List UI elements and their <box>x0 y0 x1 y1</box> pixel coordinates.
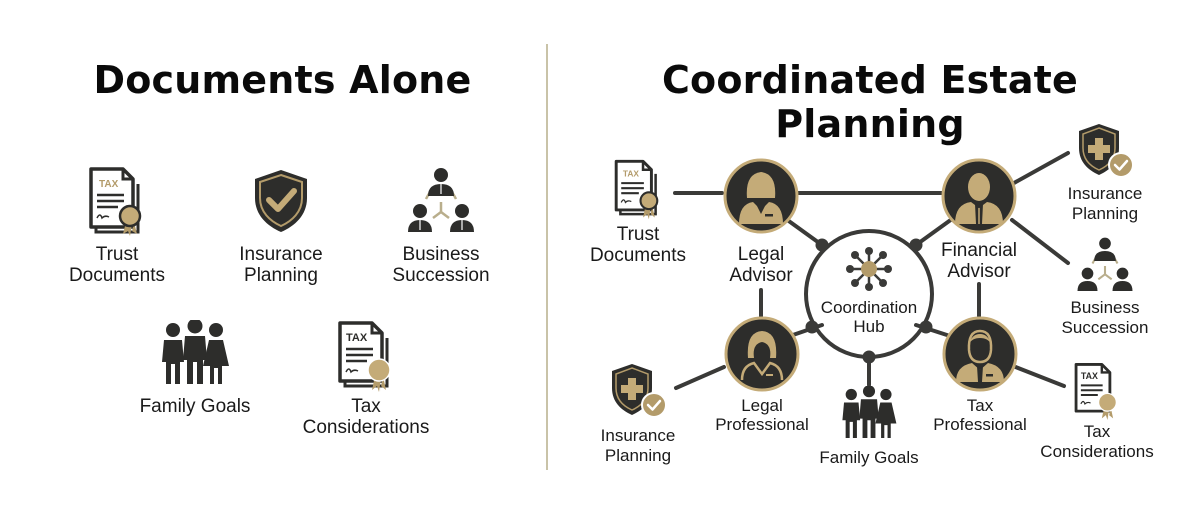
label-line: Advisor <box>947 261 1011 282</box>
label-line: Tax <box>1083 422 1111 441</box>
shield-check-icon <box>255 170 307 232</box>
label-line: Documents <box>589 245 687 266</box>
label-line: Tax <box>351 396 381 417</box>
right-panel-title: Coordinated Estate Planning <box>661 58 1079 146</box>
label-line: Hub <box>853 317 885 336</box>
label-line: Documents <box>68 265 166 286</box>
label-line: Insurance <box>1067 184 1143 203</box>
label-line: Legal <box>741 396 783 415</box>
label-line: Professional <box>715 415 809 434</box>
family-icon <box>842 386 897 438</box>
male-advisor-icon <box>941 158 1017 234</box>
label-line: Insurance <box>600 426 676 445</box>
label-line: Legal <box>737 244 785 265</box>
label-line: Considerations <box>1040 442 1154 461</box>
label-line: Family Goals <box>139 396 251 417</box>
label-line: Planning <box>244 265 318 286</box>
label-line: Business <box>402 244 480 265</box>
svg-text:TAX: TAX <box>99 179 119 190</box>
svg-text:TAX: TAX <box>623 168 640 178</box>
label-line: Trust <box>616 224 660 245</box>
label-line: Tax <box>966 396 994 415</box>
shield-plus-check-icon <box>612 364 667 418</box>
svg-text:TAX: TAX <box>346 332 368 344</box>
svg-text:TAX: TAX <box>1081 371 1098 381</box>
label-line: Business <box>1070 298 1140 317</box>
label-line: Succession <box>392 265 490 286</box>
label-line: Considerations <box>302 417 430 438</box>
right-item-family-goals: Family Goals <box>806 386 932 468</box>
label-line: Trust <box>95 244 139 265</box>
label-line: Professional <box>933 415 1027 434</box>
left-item-family-goals: Family Goals <box>130 320 260 417</box>
label-line: Coordination <box>820 298 918 317</box>
tax-document-icon: TAX <box>614 159 659 220</box>
label-line: Advisor <box>729 265 793 286</box>
male-professional-icon <box>942 316 1018 392</box>
label-line: Planning <box>604 446 672 465</box>
business-succession-icon <box>1077 237 1133 291</box>
label-line: Insurance <box>239 244 323 265</box>
family-icon <box>162 320 229 384</box>
business-succession-icon <box>408 168 474 232</box>
label-line: Family Goals <box>819 448 919 467</box>
hub-network-icon <box>846 247 892 291</box>
label-line: Financial <box>940 240 1018 261</box>
tax-document-icon: TAX <box>338 321 391 392</box>
label-line: Succession <box>1061 318 1149 337</box>
label-line: Planning <box>1071 204 1139 223</box>
female-professional-icon <box>724 316 800 392</box>
left-panel-title: Documents Alone <box>93 58 472 102</box>
female-advisor-icon <box>723 158 799 234</box>
panel-divider <box>546 44 548 470</box>
tax-document-icon: TAX <box>89 167 142 236</box>
shield-plus-check-icon <box>1079 124 1134 178</box>
tax-document-icon: TAX <box>1074 363 1117 420</box>
